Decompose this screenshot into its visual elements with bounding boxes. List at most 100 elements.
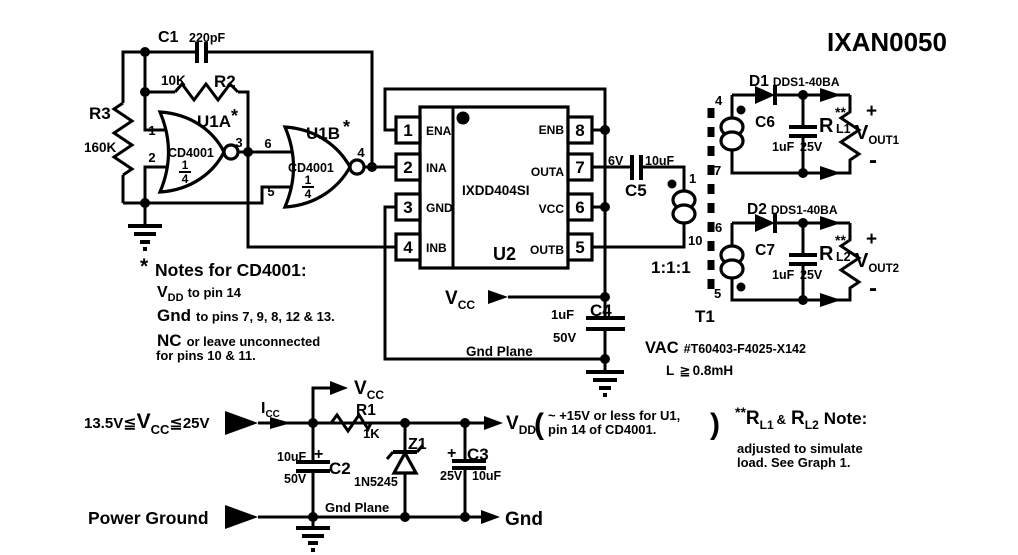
c3-label: C3: [467, 445, 489, 464]
rl2-sup: **: [835, 232, 846, 248]
ground-symbol-c4: [586, 370, 624, 397]
svg-text:4: 4: [182, 172, 189, 186]
u1a-fraction: 1 4: [179, 158, 191, 186]
rl1-loop: [730, 95, 862, 175]
c4-label: C4: [590, 301, 612, 320]
power-ground-terminal-icon: [225, 505, 258, 529]
u1b-pin4-num: 4: [357, 145, 365, 160]
u2-pin1-marker: [456, 111, 470, 125]
rl-note-line2: load. See Graph 1.: [737, 455, 850, 470]
rl1-label: R: [819, 115, 834, 137]
rl-note-line1: adjusted to simulate: [737, 441, 863, 456]
vdd-label: VDD: [506, 413, 536, 437]
vcc-mid-connector: VCC: [445, 288, 605, 312]
gnd-plane-label-upper: Gnd Plane: [466, 344, 533, 359]
c7-rating: 25V: [800, 268, 823, 282]
wire-c1-right-feedback: [206, 50, 374, 167]
c2-capacitor: 10uF + C2 50V: [277, 423, 351, 517]
sec2-pin-bottom: 5: [714, 286, 721, 301]
z1-part: 1N5245: [354, 475, 398, 489]
vcc-range-label: 13.5V≦VCC≦25V: [84, 410, 210, 437]
wire-to-inb: [246, 152, 396, 249]
u1a-pin3-num: 3: [235, 135, 242, 150]
ground-symbol-power: [296, 517, 330, 552]
svg-text:1: 1: [403, 121, 412, 140]
u1a-pin2-num: 2: [148, 150, 155, 165]
u1b-star: *: [343, 117, 350, 137]
c7-label: C7: [755, 242, 775, 259]
svg-text:INB: INB: [426, 241, 447, 255]
svg-text:OUTB: OUTB: [530, 243, 564, 257]
c4-value: 1uF: [551, 307, 574, 322]
ground-symbol-oscillator: [128, 203, 162, 251]
svg-text:INA: INA: [426, 161, 447, 175]
u1b-part: CD4001: [288, 161, 334, 175]
rl2-label: R: [819, 243, 834, 265]
vdd-arrow-icon: [484, 416, 503, 430]
r3-resistor: [111, 101, 135, 177]
u1b-output-bubble: [348, 158, 366, 176]
primary-phase-dot: [667, 179, 677, 189]
c5-capacitor: 6V 10uF C5: [608, 154, 675, 200]
c1-label: C1: [158, 29, 179, 46]
r2-value: 10K: [161, 73, 186, 88]
u1b-pin5-num: 5: [267, 184, 274, 199]
c3-value: 10uF: [472, 469, 502, 483]
svg-text:4: 4: [305, 187, 312, 201]
svg-text:1: 1: [305, 173, 312, 187]
c5-voltage: 6V: [608, 154, 624, 168]
u2-driver-ic: IXDD404SI U2 1 2 3 4 ENA INA GND INB 8 7…: [383, 87, 675, 397]
c1-capacitor: [195, 42, 208, 63]
u2-part: IXDD404SI: [462, 183, 530, 198]
rl1-sup: **: [835, 104, 846, 120]
sec2-pin-top: 6: [715, 220, 722, 235]
vout1-label: VOUT1: [855, 122, 900, 147]
svg-text:GND: GND: [426, 201, 453, 215]
out1-minus: -: [869, 147, 877, 174]
svg-text:8: 8: [575, 121, 584, 140]
svg-text:5: 5: [575, 238, 584, 257]
c6-rating: 25V: [800, 140, 823, 154]
svg-text:ENB: ENB: [539, 123, 565, 137]
doc-title: IXAN0050: [827, 27, 947, 57]
u2-left-pins: 1 2 3 4 ENA INA GND INB: [394, 115, 453, 262]
out2-bottom-arrow-icon: [820, 293, 841, 307]
u1a-part: CD4001: [168, 146, 214, 160]
svg-text:4: 4: [403, 238, 413, 257]
u1a-label: U1A: [197, 112, 231, 131]
t1-inductance: L≧0.8mH: [666, 363, 733, 378]
out2-minus: -: [869, 275, 877, 302]
c6-value: 1uF: [772, 140, 795, 154]
svg-text:OUTA: OUTA: [531, 165, 564, 179]
c5-label: C5: [625, 181, 647, 200]
u1a-nor-gate: [157, 110, 226, 194]
r3-label: R3: [89, 104, 111, 123]
u1a-pin1-num: 1: [148, 123, 155, 138]
svg-text:VCC: VCC: [539, 202, 565, 216]
power-ground-label: Power Ground: [88, 508, 209, 528]
out1-plus: +: [866, 101, 877, 122]
c3-rating: 25V: [440, 469, 463, 483]
svg-text:2: 2: [403, 158, 412, 177]
c3-capacitor: + C3 25V 10uF: [440, 423, 502, 517]
z1-zener-diode: Z1 1N5245: [354, 423, 427, 517]
vdd-note-line1: ~ +15V or less for U1,: [548, 408, 680, 423]
svg-text:3: 3: [403, 198, 412, 217]
wire-gnd-plane: [383, 205, 605, 361]
svg-text:VCC: VCC: [445, 288, 475, 312]
sec1-pin-top: 4: [715, 93, 723, 108]
u1b-pin6-num: 6: [264, 136, 271, 151]
notes-star: *: [140, 255, 149, 278]
r1-resistor: [329, 412, 373, 434]
u1b-fraction: 1 4: [302, 173, 314, 201]
sec2-phase-dot: [736, 282, 746, 292]
wire-c1-left: [121, 50, 197, 103]
sec1-phase-dot: [736, 105, 746, 115]
